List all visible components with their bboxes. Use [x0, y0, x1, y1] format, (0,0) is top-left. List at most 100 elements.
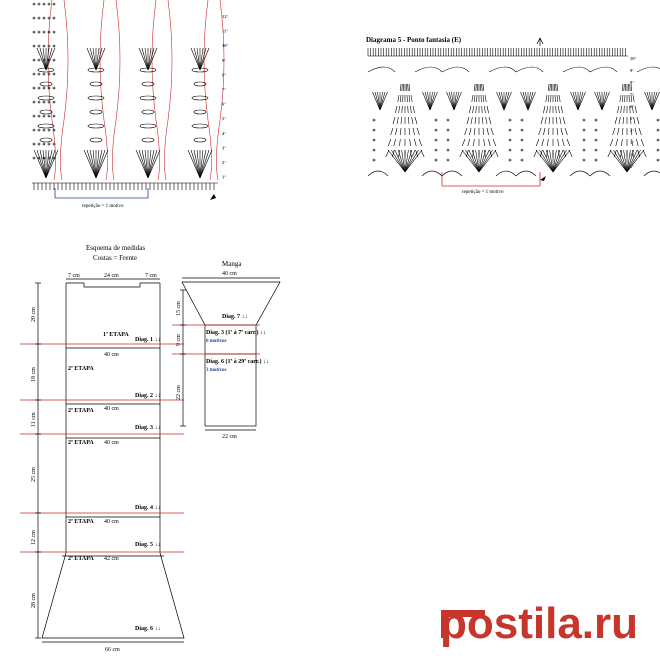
fan-stitch [599, 91, 603, 111]
motif-border [151, 0, 160, 181]
stage-label-5: 2ª ETAPA [68, 519, 94, 525]
dot-stitch [42, 114, 46, 118]
pineapple-stitch [556, 116, 558, 125]
fan-stitch [190, 47, 201, 71]
dot-stitch [42, 86, 46, 90]
fan-stitch [379, 91, 386, 111]
pineapple-stitch [640, 138, 645, 147]
dot-stitch [508, 148, 512, 152]
dot-stitch [47, 30, 51, 34]
dot-stitch [37, 156, 41, 160]
pineapple-stitch [622, 116, 624, 125]
chain-arch [515, 66, 544, 73]
fan-stitch [89, 149, 97, 179]
pineapple-stitch [482, 83, 485, 92]
pineapple-stitch [630, 116, 632, 125]
dot-stitch [42, 58, 46, 62]
dot-stitch [508, 118, 512, 122]
row-number: 7° [222, 87, 226, 92]
pineapple-stitch [547, 138, 549, 147]
sleeve-motifs3: 3 motivos [206, 368, 226, 373]
pineapple-stitch [408, 83, 411, 92]
pineapple-stitch [398, 105, 400, 114]
picot-stitch [39, 81, 53, 87]
pineapple-stitch [614, 116, 618, 125]
diag-label-4: Diag. 4 ↓↓ [135, 505, 161, 511]
fan-stitch [45, 149, 50, 179]
dot-stitch [520, 118, 524, 122]
fan-stitch [95, 149, 103, 179]
dot-stitch [52, 58, 56, 62]
pineapple-stitch [385, 149, 390, 158]
motif-border [216, 0, 225, 181]
dot-stitch [32, 30, 36, 34]
fan-stitch [83, 149, 97, 179]
pineapple-stitch [609, 138, 614, 147]
diag-label-3: Diag. 3 ↓↓ [135, 425, 161, 431]
pineapple-stitch [634, 105, 637, 114]
fan-stitch [461, 149, 480, 173]
pineapple-stitch [387, 138, 392, 147]
width-label-3: 40 cm [104, 440, 119, 446]
dot-stitch [37, 44, 41, 48]
fan-stitch [478, 149, 493, 173]
diag-label-1: Diag. 1 ↓↓ [135, 337, 161, 343]
pineapple-stitch [549, 105, 551, 114]
fan-stitch [187, 149, 201, 179]
dot-stitch [446, 118, 450, 122]
fan-stitch [45, 47, 50, 71]
row-number: 4° [222, 131, 226, 136]
fan-stitch [478, 149, 497, 173]
chain-arch [414, 66, 443, 73]
dot-stitch [47, 44, 51, 48]
pineapple-stitch [399, 127, 402, 136]
pineapple-stitch [469, 127, 472, 136]
dot-stitch [508, 128, 512, 132]
row-number: 6° [222, 102, 226, 107]
sleeve-diag6: Diag. 6 (1ª à 29ª carr.) ↓↓ [206, 358, 269, 365]
pineapple-stitch [408, 116, 410, 125]
fan-stitch [453, 91, 460, 111]
pineapple-stitch [557, 138, 559, 147]
motif-border [47, 0, 56, 181]
dot-stitch [37, 128, 41, 132]
width-label-5: 42 cm [104, 556, 119, 562]
chain-arch [367, 66, 396, 73]
fan-stitch [199, 47, 210, 71]
fan-stitch [549, 149, 554, 173]
pineapple-stitch [409, 138, 411, 147]
fan-stitch [471, 149, 480, 173]
pineapple-stitch [547, 127, 550, 136]
dot-stitch [434, 138, 438, 142]
fan-stitch [193, 149, 201, 179]
pineapple-stitch [612, 127, 616, 136]
width-label-1: 40 cm [104, 352, 119, 358]
dot-stitch [52, 114, 56, 118]
fan-stitch [147, 149, 152, 179]
pineapple-stitch [642, 149, 647, 158]
dot-stitch [47, 142, 51, 146]
fan-stitch [42, 149, 47, 179]
row-number: 2° [222, 160, 226, 165]
dot-stitch [42, 2, 46, 6]
fan-stitch [649, 91, 653, 111]
fan-stitch [552, 149, 567, 173]
chain-arch [562, 66, 591, 73]
chain-arch [569, 170, 591, 177]
fan-stitch [626, 149, 645, 173]
fan-stitch [545, 149, 554, 173]
picot-stitch [39, 109, 53, 115]
pineapple-stitch [481, 105, 483, 114]
dot-stitch [594, 128, 598, 132]
watermark: postila.ru [440, 599, 638, 648]
dot-stitch [37, 72, 41, 76]
pineapple-stitch [492, 138, 497, 147]
fan-stitch [138, 149, 149, 179]
fan-stitch [36, 149, 47, 179]
fan-stitch [577, 91, 586, 111]
motif-border [203, 0, 212, 181]
fan-stitch [95, 149, 109, 179]
diagram5-row-numbers: 10°9°8°7°6°5°4°3°2°1° [630, 56, 637, 169]
pineapple-stitch [418, 138, 423, 147]
